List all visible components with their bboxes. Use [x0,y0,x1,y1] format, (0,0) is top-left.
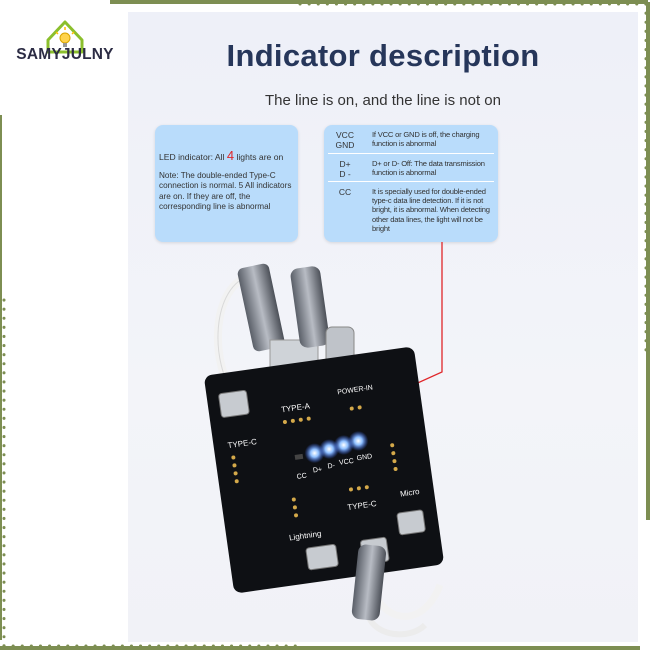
row-key: D+ D - [339,159,351,179]
house-bulb-logo [46,20,84,54]
row-divider [328,153,494,154]
row-value: If VCC or GND is off, the charging funct… [372,130,480,149]
label-type-c-left: TYPE-C [227,437,258,450]
lightning-port [305,544,339,571]
led-info-box: LED indicator: All 4 lights are on Note:… [155,125,298,242]
led-label-cc: CC [296,472,307,480]
gold-pads [231,405,398,518]
page-subtitle: The line is on, and the line is not on [265,92,501,109]
led-cc [294,453,304,460]
led-suffix: lights are on [236,152,284,162]
label-type-a: TYPE-A [281,401,312,414]
row-key: CC [338,187,352,197]
row-value: It is specially used for double-ended ty… [372,187,490,233]
row-value: D+ or D- Off: The data transmission func… [372,159,485,178]
label-type-c-bottom: TYPE-C [347,499,378,512]
label-lightning: Lightning [289,529,322,542]
led-label-gnd: GND [356,453,372,462]
page-title: Indicator description [226,38,540,73]
led-label-dplus: D+ [313,466,323,474]
led-prefix: LED indicator: All [159,152,225,162]
led-note: Note: The double-ended Type-C connection… [159,171,292,211]
row-key: VCC GND [335,130,355,150]
cable [371,583,444,620]
label-micro: Micro [399,487,420,499]
row-divider [328,181,494,182]
signal-info-box: VCC GND If VCC or GND is off, the chargi… [324,125,498,242]
brand-name: SAMYJULNY [16,46,114,63]
label-power-in: POWER-IN [337,384,373,396]
circuit-board [204,347,444,593]
cable-tester-board: TYPE-C TYPE-A POWER-IN Lightning TYPE-C … [204,263,444,638]
led-label-vcc: VCC [339,458,355,467]
led-count: 4 [226,148,235,163]
led-indicator-line: LED indicator: All 4 lights are on [159,148,283,163]
type-c-port-left [218,389,250,418]
bottom-usb-c-plug [351,544,386,621]
micro-port [396,509,426,536]
led-label-dminus: D- [327,462,336,470]
led-gnd-glow [348,430,369,451]
cable [365,613,428,638]
